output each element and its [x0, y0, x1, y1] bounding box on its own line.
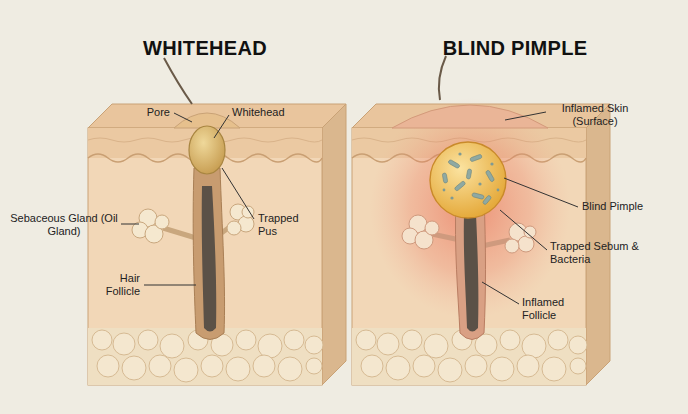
part-label: Inflamed Follicle	[522, 296, 582, 322]
whitehead-skin-block	[88, 104, 346, 385]
panel-heading: BLIND PIMPLE	[390, 36, 640, 60]
hair	[164, 58, 192, 104]
part-label: Inflamed Skin (Surface)	[549, 102, 641, 128]
leader-lines	[121, 112, 578, 304]
hair	[439, 56, 446, 100]
part-label: Pore	[120, 106, 170, 119]
part-label: Hair Follicle	[90, 272, 140, 298]
panel-heading: WHITEHEAD	[100, 36, 310, 60]
part-label: Sebaceous Gland (Oil Gland)	[10, 212, 118, 238]
part-label: Trapped Pus	[258, 212, 313, 238]
part-label: Blind Pimple	[582, 200, 672, 213]
part-label: Whitehead	[232, 106, 312, 119]
part-label: Trapped Sebum & Bacteria	[550, 240, 650, 266]
